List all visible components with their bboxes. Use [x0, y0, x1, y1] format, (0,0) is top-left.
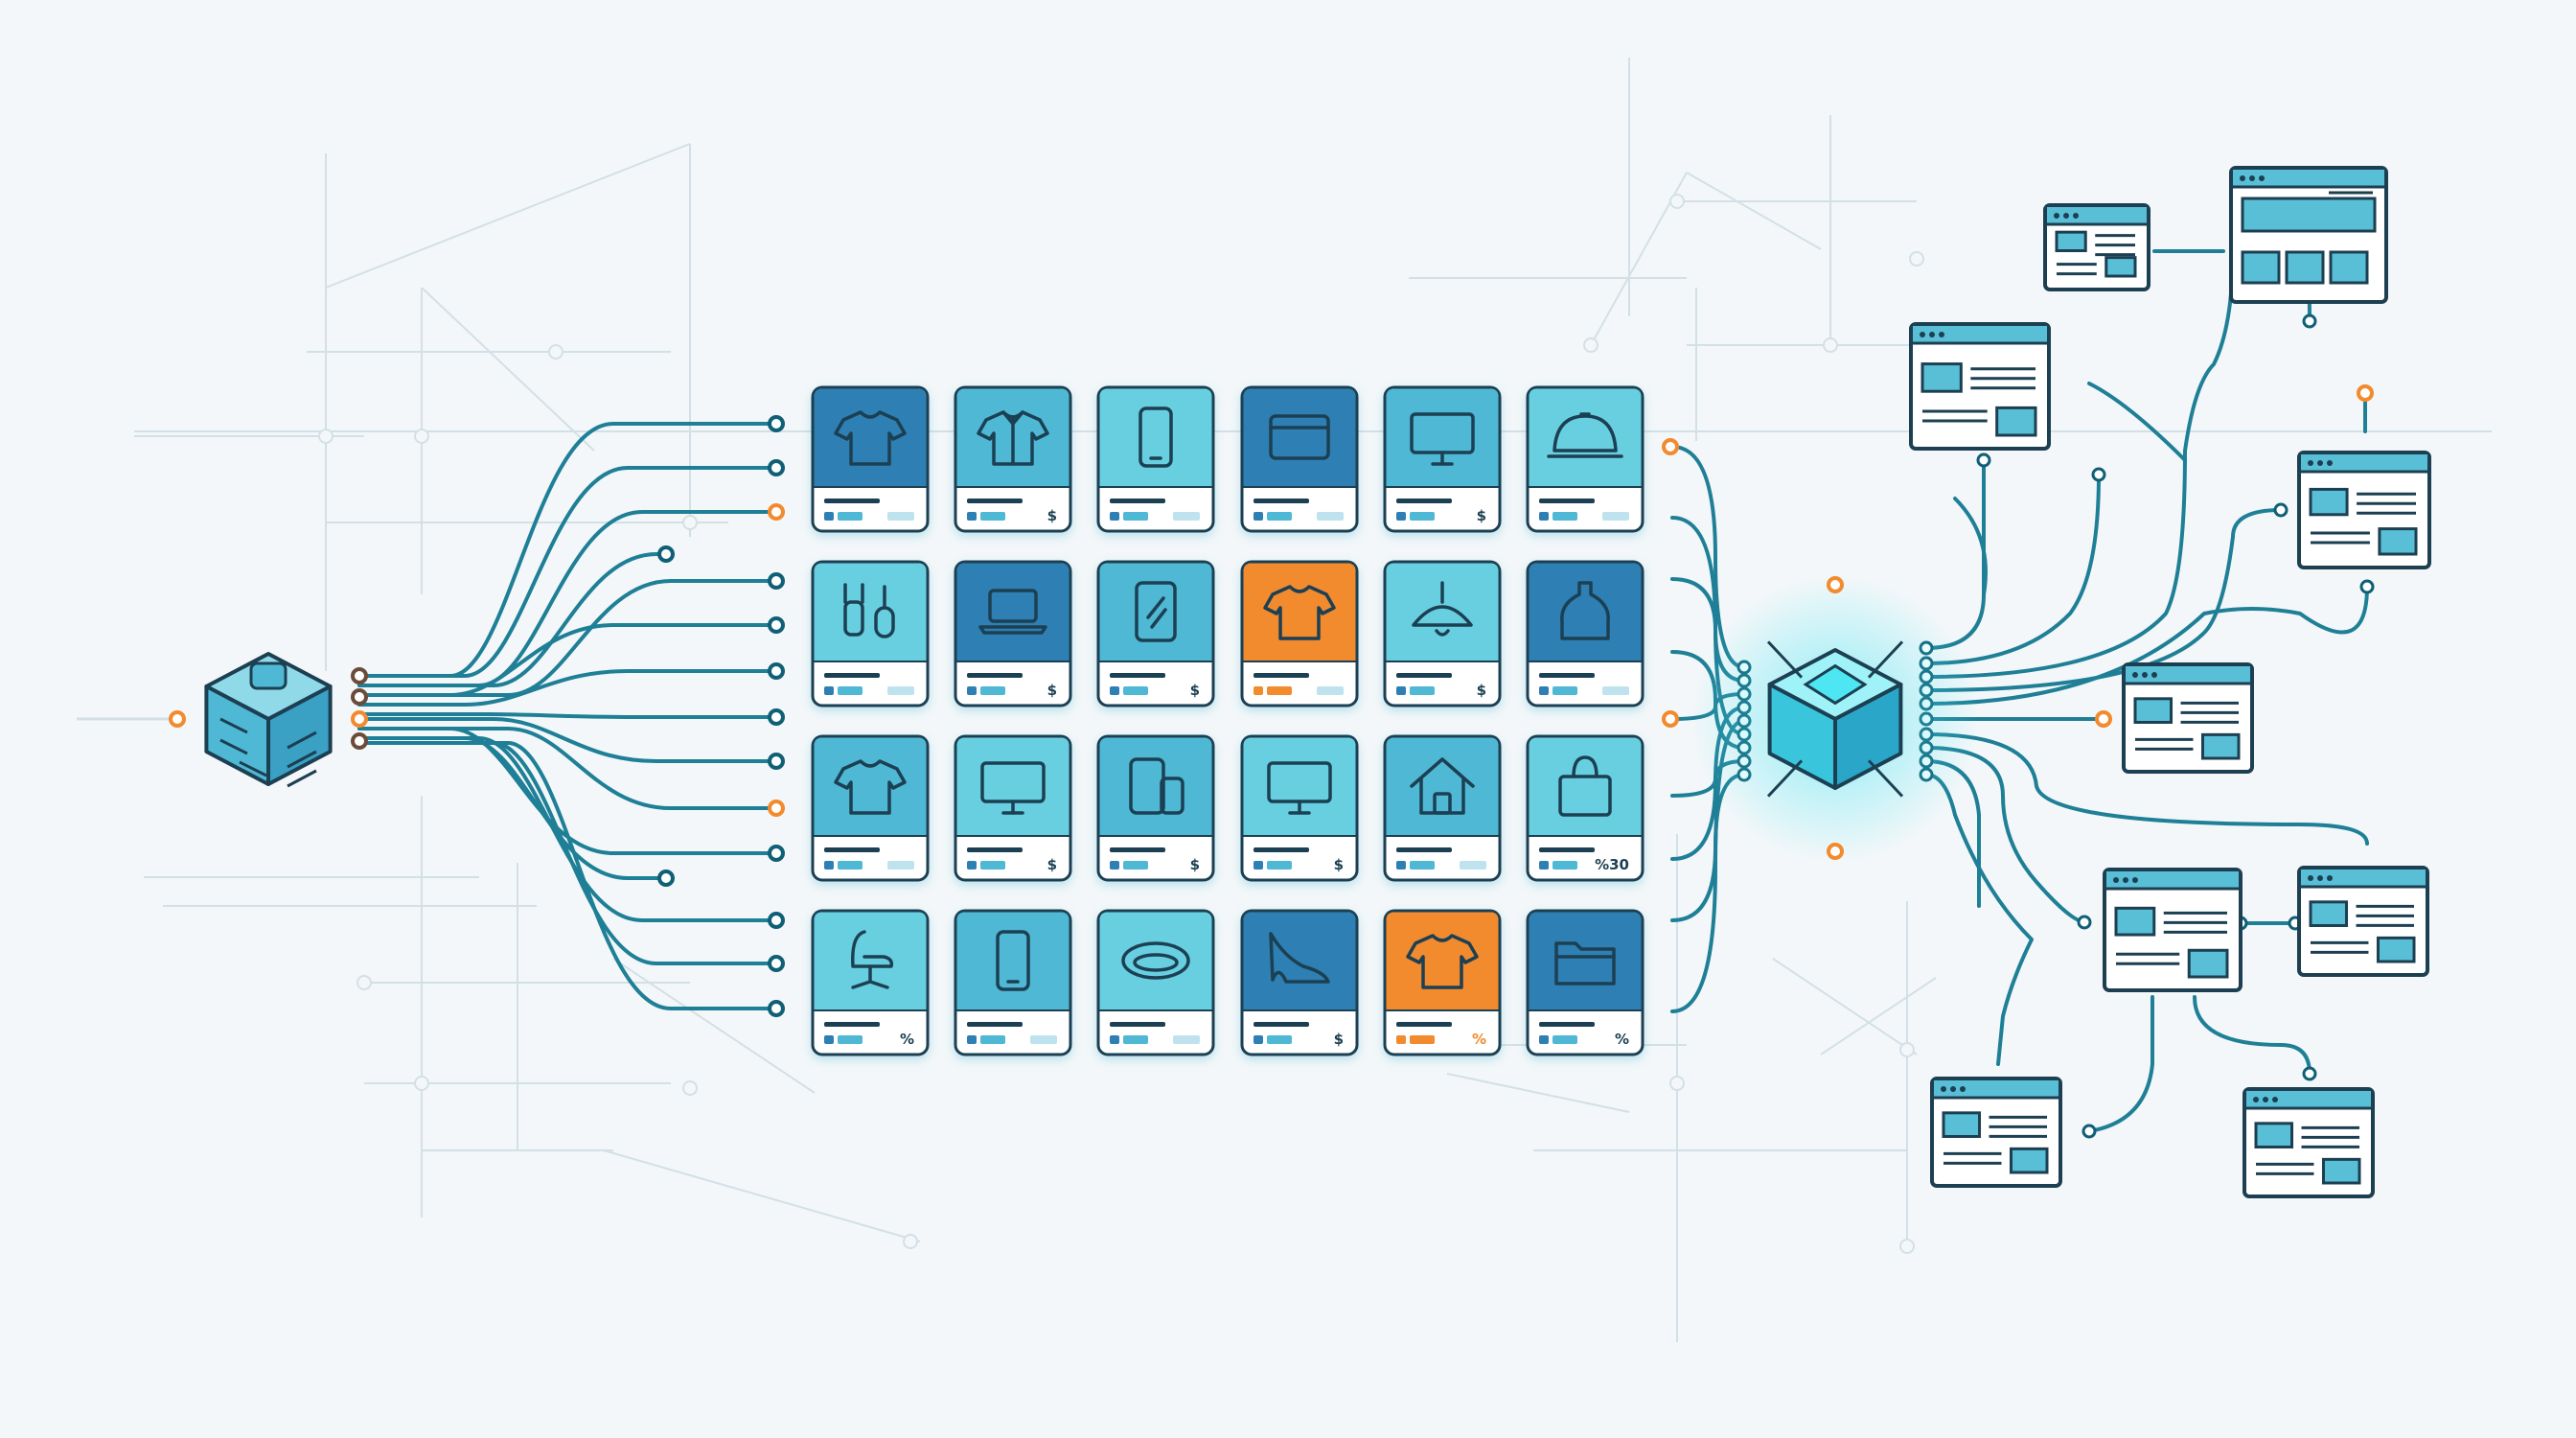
tshirt-icon: [1406, 934, 1479, 989]
web-page-icon: [2043, 203, 2150, 291]
web-page-icon: [2122, 662, 2254, 774]
price-badge: $: [1047, 682, 1057, 699]
lamp-icon: [1412, 581, 1473, 637]
product-card: $: [1383, 560, 1502, 707]
shopping-bag-icon: [1558, 755, 1612, 817]
price-badge: $: [1334, 856, 1344, 873]
web-page-icon: [2297, 866, 2429, 977]
source-cube-icon: [204, 652, 333, 788]
product-card: [1096, 385, 1215, 533]
price-badge: %: [1615, 1031, 1629, 1048]
hub-glowing-cube-icon: [1691, 575, 1979, 863]
price-badge: $: [1190, 682, 1200, 699]
high-heel-icon: [1269, 932, 1330, 984]
price-badge: $: [1047, 856, 1057, 873]
phone-icon: [1138, 406, 1173, 468]
monitor-icon: [980, 761, 1046, 815]
product-card: $: [1240, 909, 1359, 1056]
product-card: [811, 385, 930, 533]
web-page-icon: [2242, 1087, 2375, 1198]
product-card: %: [1383, 909, 1502, 1056]
tablet-icon: [1135, 581, 1177, 642]
product-card: $: [954, 734, 1072, 882]
product-card: [811, 734, 930, 882]
web-page-icon: [2229, 166, 2388, 304]
product-card: [1526, 560, 1644, 707]
price-badge: $: [1477, 507, 1486, 524]
product-card: %: [1526, 909, 1644, 1056]
web-page-icon: [2103, 868, 2242, 992]
folder-icon: [1554, 941, 1616, 986]
pet-bed-icon: [1121, 941, 1190, 980]
product-card: $: [1096, 560, 1215, 707]
product-card: [1240, 385, 1359, 533]
price-badge: $: [1334, 1031, 1344, 1048]
monitor-icon: [1267, 761, 1332, 815]
price-badge: %: [900, 1031, 914, 1048]
tshirt-icon: [1263, 585, 1336, 640]
shirt-icon: [977, 410, 1049, 466]
browser-window-icon: [1269, 414, 1330, 460]
product-card: %30: [1526, 734, 1644, 882]
price-badge: %: [1472, 1031, 1486, 1048]
product-card: $: [1240, 734, 1359, 882]
price-badge: %30: [1595, 856, 1629, 873]
product-card-grid: $ $ $ $ $ $ $ $ %30% $%%: [811, 385, 1644, 1056]
product-card: $: [954, 560, 1072, 707]
web-page-icon: [1909, 322, 2051, 451]
product-card: [1096, 909, 1215, 1056]
web-page-icon: [1930, 1077, 2062, 1188]
product-card: [1240, 560, 1359, 707]
web-page-icon: [2297, 451, 2431, 569]
product-card: [1383, 734, 1502, 882]
price-badge: $: [1047, 507, 1057, 524]
product-card: [1526, 385, 1644, 533]
monitor-icon: [1410, 412, 1475, 466]
web-page-nodes: [1909, 166, 2431, 1198]
product-card: [811, 560, 930, 707]
price-badge: $: [1190, 856, 1200, 873]
product-card: $: [1096, 734, 1215, 882]
tools-icon: [843, 583, 895, 638]
devices-icon: [1129, 757, 1184, 815]
tshirt-icon: [834, 410, 907, 466]
laptop-icon: [978, 589, 1047, 635]
bottle-icon: [1560, 581, 1610, 640]
product-card: [954, 909, 1072, 1056]
background-circuit-lines: [134, 58, 2492, 1342]
product-card: $: [1383, 385, 1502, 533]
house-icon: [1410, 757, 1475, 815]
phone-icon: [996, 930, 1030, 991]
cloche-icon: [1547, 412, 1623, 458]
price-badge: $: [1477, 682, 1486, 699]
source-fanout-wires: [77, 415, 785, 1017]
tshirt-icon: [834, 759, 907, 815]
product-card: %: [811, 909, 930, 1056]
chair-icon: [851, 930, 894, 989]
product-card: $: [954, 385, 1072, 533]
